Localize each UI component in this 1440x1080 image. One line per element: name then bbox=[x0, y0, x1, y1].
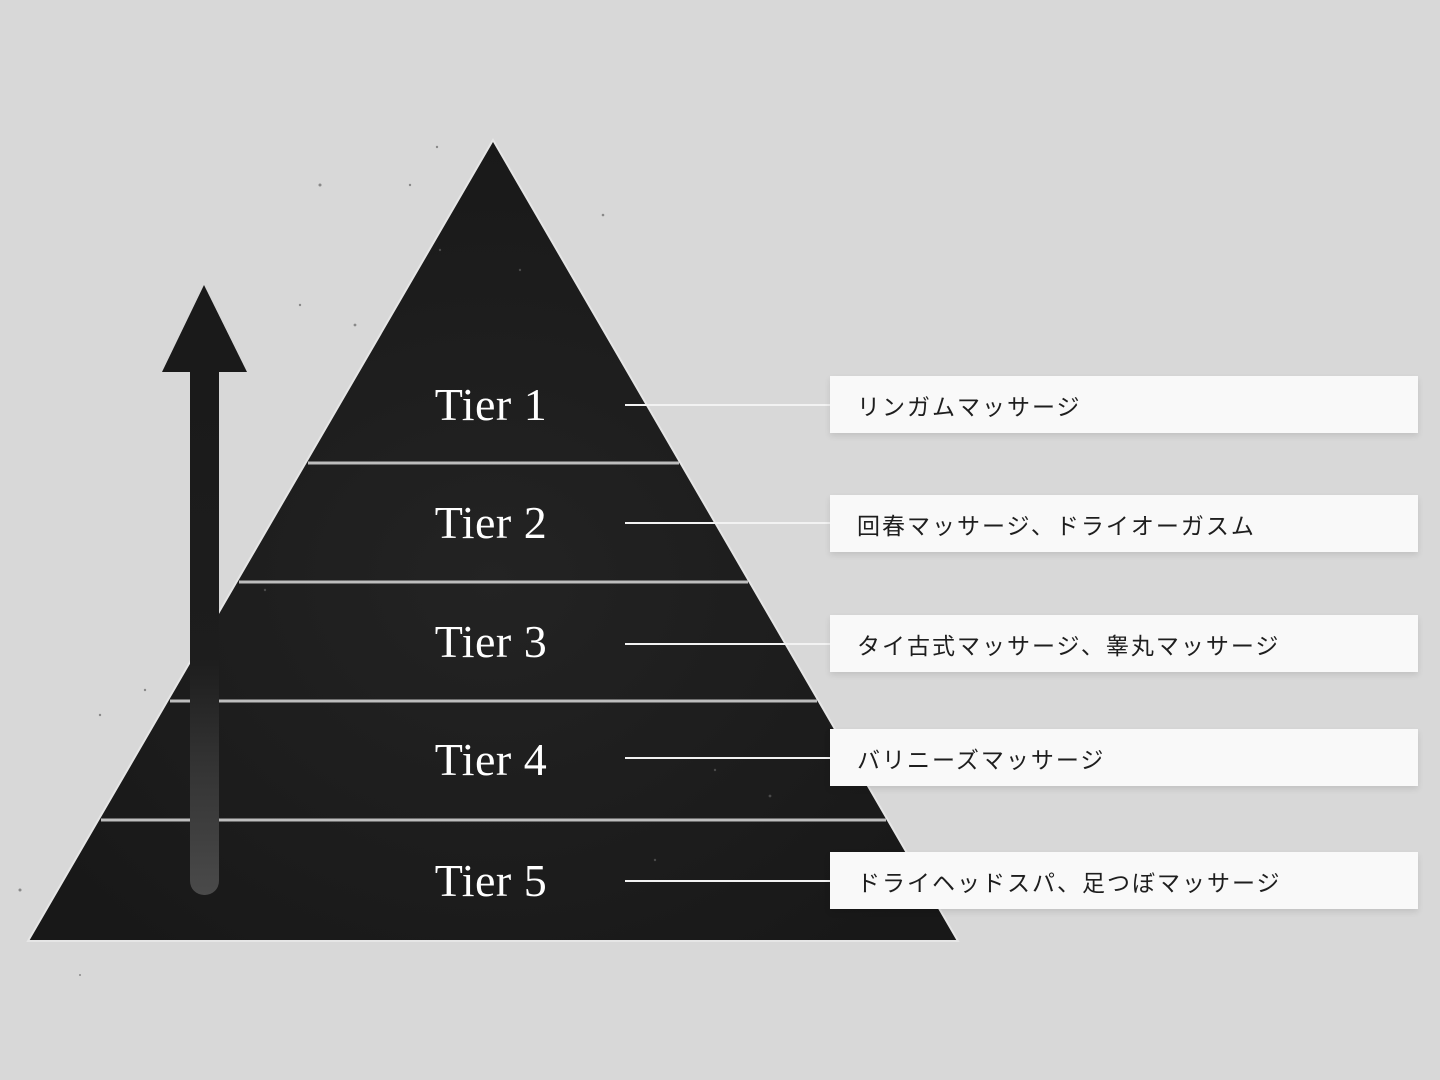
tier-5-description: ドライヘッドスパ、足つぼマッサージ bbox=[857, 870, 1282, 897]
tier-1-label: Tier 1 bbox=[434, 379, 548, 430]
tier-4-description: バリニーズマッサージ bbox=[857, 747, 1106, 774]
inner-particles bbox=[263, 248, 772, 862]
tier-4-description-box: バリニーズマッサージ bbox=[830, 729, 1418, 786]
up-arrow-icon bbox=[162, 285, 247, 895]
tier-2-description: 回春マッサージ、ドライオーガスム bbox=[857, 513, 1256, 540]
tier-1-description-box: リンガムマッサージ bbox=[830, 376, 1418, 433]
tier-2-connector bbox=[625, 522, 830, 524]
tier-5-description-box: ドライヘッドスパ、足つぼマッサージ bbox=[830, 852, 1418, 909]
pyramid-shape bbox=[26, 138, 960, 942]
tier-4-connector bbox=[625, 757, 830, 759]
tier-separators bbox=[101, 461, 886, 822]
tier-3-connector bbox=[625, 643, 830, 645]
tier-1-connector bbox=[625, 404, 830, 406]
tier-1-description: リンガムマッサージ bbox=[857, 394, 1082, 421]
tier-2-description-box: 回春マッサージ、ドライオーガスム bbox=[830, 495, 1418, 552]
tier-3-description: タイ古式マッサージ、睾丸マッサージ bbox=[857, 633, 1281, 660]
tier-3-label: Tier 3 bbox=[434, 616, 548, 667]
tier-3-description-box: タイ古式マッサージ、睾丸マッサージ bbox=[830, 615, 1418, 672]
tier-4-label: Tier 4 bbox=[434, 734, 548, 785]
tier-2-label: Tier 2 bbox=[434, 497, 548, 548]
particle-dots bbox=[18, 145, 605, 976]
tier-5-label: Tier 5 bbox=[434, 855, 548, 906]
tier-5-connector bbox=[625, 880, 830, 882]
